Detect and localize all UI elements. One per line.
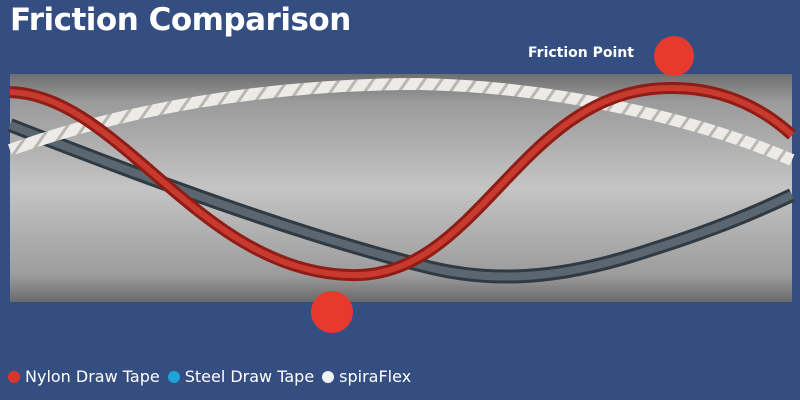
legend-label: Nylon Draw Tape	[25, 367, 160, 386]
friction-point-marker-bottom	[311, 291, 353, 333]
legend-label: Steel Draw Tape	[184, 367, 315, 386]
page-title: Friction Comparison	[10, 2, 351, 38]
legend-label: spiraFlex	[339, 367, 412, 386]
friction-point-marker-top	[654, 36, 694, 76]
friction-point-label: Friction Point	[528, 45, 634, 61]
legend-item-spiraflex: spiraFlex	[322, 367, 411, 386]
legend: Nylon Draw Tape Steel Draw Tape spiraFle…	[8, 367, 419, 386]
white-dot-icon	[322, 370, 335, 383]
red-dot-icon	[8, 370, 20, 383]
blue-dot-icon	[167, 370, 180, 383]
legend-item-steel: Steel Draw Tape	[167, 367, 315, 386]
legend-item-nylon: Nylon Draw Tape	[8, 367, 160, 386]
spiraflex-rope	[7, 77, 795, 166]
